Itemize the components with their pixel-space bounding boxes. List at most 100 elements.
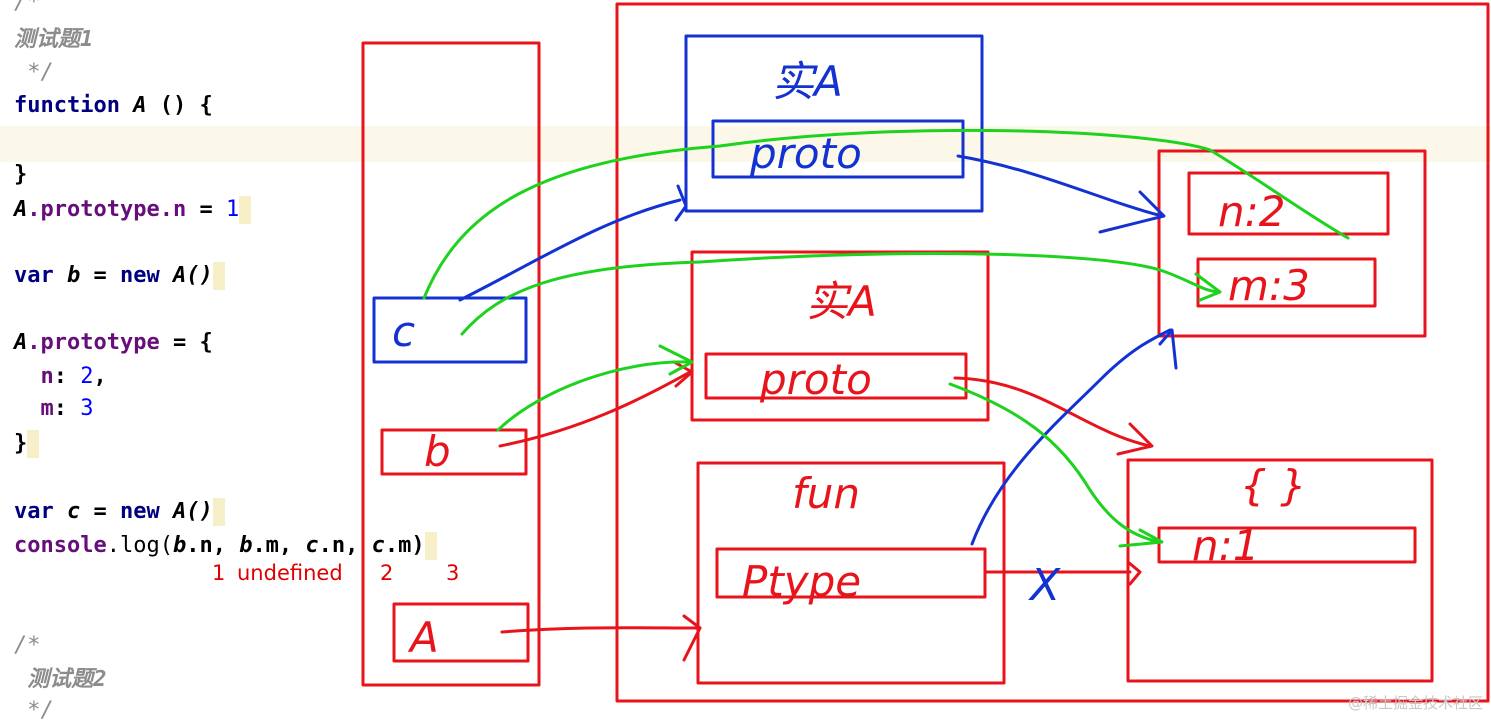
watermark: @稀土掘金技术社区 (1347, 694, 1483, 712)
comment-open: /* (14, 0, 41, 15)
instance-b-box (690, 250, 990, 422)
caret-mark (239, 196, 252, 224)
arrowhead (1118, 528, 1164, 548)
punct: () { (159, 93, 213, 118)
arrowhead (658, 344, 694, 376)
identifier: A() (159, 263, 213, 288)
stack-box (361, 41, 541, 687)
arrow-prototype-to-new (970, 328, 1172, 546)
var-c-box (372, 296, 528, 364)
operator: = (93, 499, 120, 524)
arrow-a-to-function (500, 626, 702, 634)
instance-c-label: 实A (772, 57, 843, 106)
arrowhead (672, 360, 694, 388)
punct: : (53, 396, 81, 421)
var-b-box (380, 428, 528, 476)
property: .n, (186, 533, 240, 558)
identifier: c (371, 533, 385, 558)
keyword: function (14, 93, 120, 118)
identifier: c (305, 533, 319, 558)
new-prototype-box (1157, 149, 1427, 338)
arrow-b-proto-to-old (953, 376, 1152, 448)
arrowhead (1194, 272, 1222, 302)
code-line-var-c: var c = new A() (14, 498, 225, 526)
field-m3-box (1196, 257, 1377, 308)
identifier: A() (159, 499, 213, 524)
keyword: var (14, 263, 54, 288)
property: .n, (318, 533, 372, 558)
identifier: A (119, 93, 160, 118)
property: .prototype (27, 330, 160, 355)
code-line-function: function A () { (14, 93, 213, 119)
field-m3-label: m:3 (1228, 261, 1310, 310)
code-line-proto-n: A.prototype.n = 1 (14, 196, 252, 224)
arrow-c-m-lookup (460, 252, 1220, 336)
object: console (14, 533, 107, 558)
heap-box (615, 2, 1490, 703)
var-a-box (392, 602, 530, 663)
answer-b-n: 1 (212, 561, 226, 585)
code-line-close2: } (14, 430, 40, 458)
caret-mark (424, 532, 437, 560)
field-n2-label: n:2 (1218, 187, 1286, 236)
comment-title: 测试题1 (14, 27, 94, 52)
function-label: fun (792, 469, 860, 518)
arrowhead (682, 614, 702, 662)
code-line-close: } (14, 162, 28, 187)
identifier: b (239, 533, 253, 558)
operator: = (93, 263, 120, 288)
instance-b-proto-box (704, 352, 968, 400)
identifier: A (14, 197, 28, 222)
field-n1-label: n:1 (1192, 521, 1260, 570)
keyword: new (120, 499, 160, 524)
caret-mark (212, 498, 225, 526)
arrowhead (1126, 560, 1142, 586)
arrow-c-proto-to-new (956, 154, 1164, 218)
operator: = { (159, 330, 213, 355)
punct: : (53, 364, 81, 389)
code-line-console: console.log(b.n, b.m, c.n, c.m) (14, 532, 437, 560)
keyword: new (120, 263, 160, 288)
code-editor: /* 测试题1 */ function A () { } A.prototype… (0, 0, 437, 723)
answer-c-m: 3 (446, 561, 460, 585)
field-n2-box (1187, 171, 1390, 236)
arrowhead (1098, 190, 1166, 234)
code-line-proto-obj: A.prototype = { (14, 330, 213, 356)
method: .log( (106, 533, 173, 558)
arrowhead (1116, 422, 1154, 456)
arrow-b-to-instance (498, 370, 692, 448)
answer-c-n: 2 (380, 561, 394, 585)
field-n1-box (1157, 526, 1417, 564)
arrow-b-proto-lookup (948, 382, 1162, 544)
property: m (14, 396, 54, 421)
number: 1 (225, 197, 240, 222)
number: 3 (80, 396, 94, 421)
property: n (14, 364, 54, 389)
comment2-open: /* (14, 633, 41, 658)
code-line-m: m: 3 (14, 396, 94, 422)
property: .prototype.n (27, 197, 187, 222)
punct: , (93, 364, 107, 389)
cut-mark: X (1028, 560, 1061, 611)
instance-b-proto-label: proto (759, 355, 872, 404)
comment2-title: 测试题2 (14, 667, 107, 692)
keyword: var (14, 499, 54, 524)
var-b-label: b (424, 427, 451, 476)
property: .m) (384, 533, 425, 558)
arrow-b-lookup (496, 360, 692, 432)
instance-c-box (684, 34, 984, 213)
instance-c-proto-box (711, 119, 965, 179)
identifier: c (53, 499, 94, 524)
punct: } (14, 431, 28, 456)
answer-b-m: undefined (237, 561, 343, 585)
instance-b-label: 实A (806, 277, 877, 326)
old-prototype-label: { } (1240, 461, 1307, 510)
identifier: A (14, 330, 28, 355)
caret-mark (212, 262, 225, 290)
arrow-c-to-instance (458, 198, 682, 302)
code-line-var-b: var b = new A() (14, 262, 225, 290)
prototype-field-label: Ptype (742, 557, 861, 606)
arrowhead (674, 184, 688, 222)
comment-close: */ (14, 60, 54, 85)
